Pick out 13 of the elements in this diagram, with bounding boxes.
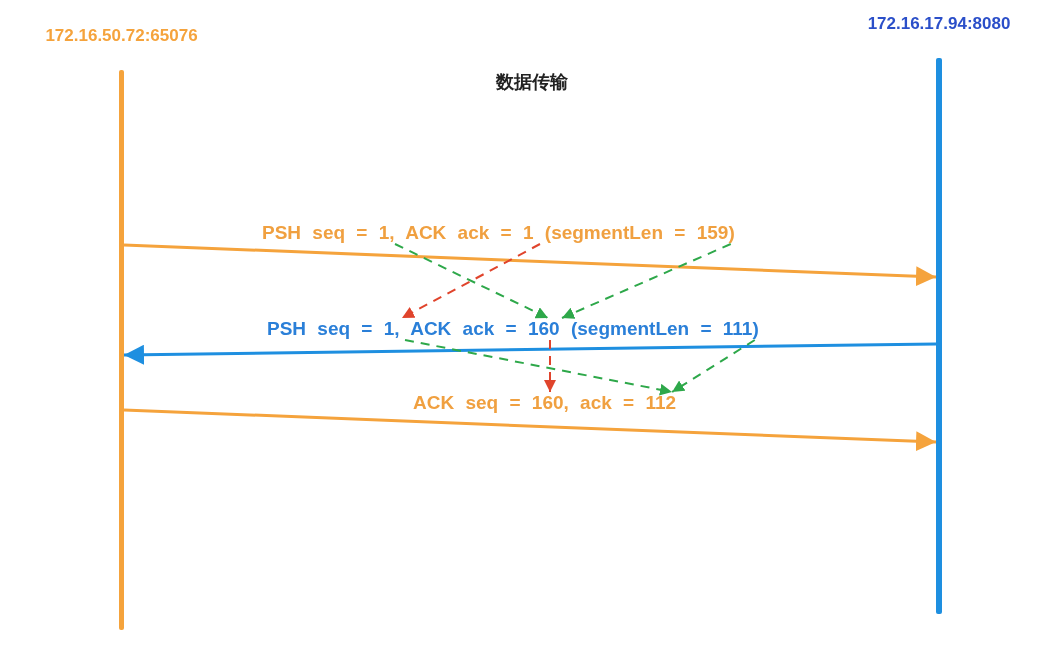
arrow — [123, 243, 937, 287]
arrow — [561, 243, 732, 319]
section-title: 数据传输 — [496, 70, 568, 94]
message-label: PSH seq = 1, ACK ack = 1 (segmentLen = 159) — [262, 222, 735, 244]
message-label: PSH seq = 1, ACK ack = 160 (segmentLen = 111) — [267, 318, 759, 340]
arrow — [671, 339, 756, 393]
arrow — [544, 339, 556, 393]
arrow — [123, 342, 937, 365]
host-label: 172.16.50.72:65076 — [45, 26, 198, 46]
message-label: ACK seq = 160, ack = 112 — [413, 392, 677, 414]
host-label: 172.16.17.94:8080 — [867, 14, 1011, 34]
arrow — [404, 339, 673, 396]
arrow — [123, 408, 937, 452]
